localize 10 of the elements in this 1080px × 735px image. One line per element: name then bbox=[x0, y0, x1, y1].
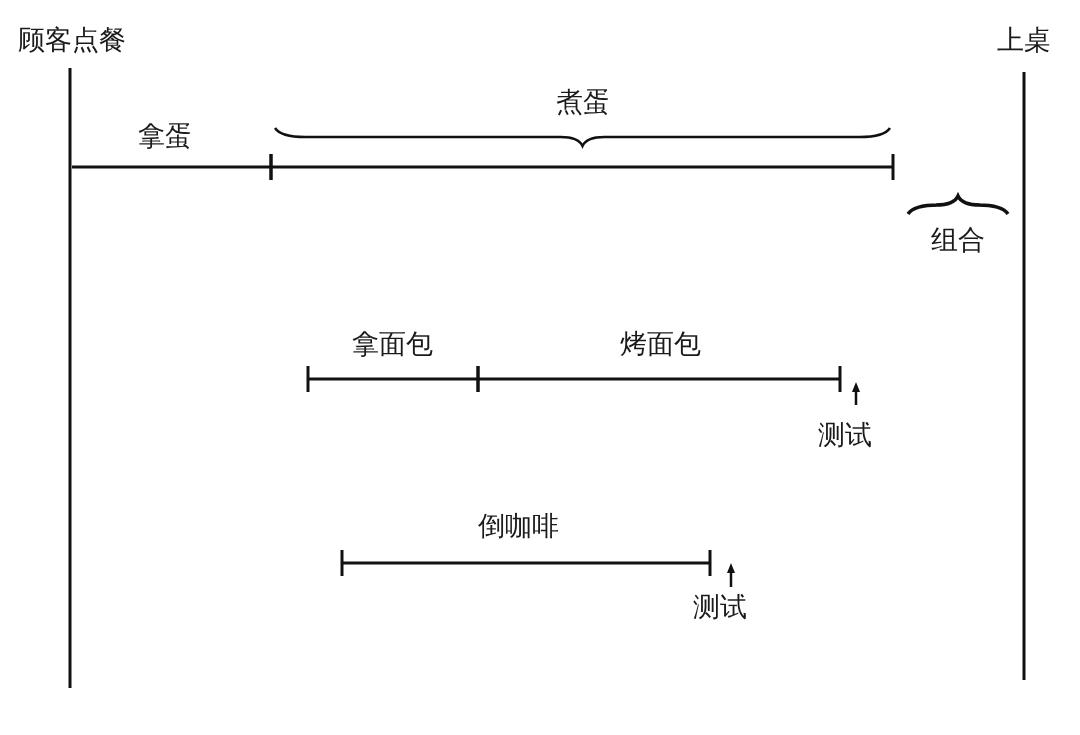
test-label: 测试 bbox=[818, 419, 872, 451]
task-label: 顾客点餐 bbox=[18, 24, 126, 56]
task-label: 烤面包 bbox=[619, 328, 701, 360]
task-label: 倒咖啡 bbox=[477, 510, 559, 542]
task-label: 上桌 bbox=[997, 24, 1051, 56]
task-label: 煮蛋 bbox=[556, 86, 610, 118]
task-label: 组合 bbox=[931, 224, 985, 256]
task-label: 拿面包 bbox=[351, 328, 433, 360]
test-label: 测试 bbox=[693, 591, 747, 623]
task-label: 拿蛋 bbox=[138, 120, 192, 152]
